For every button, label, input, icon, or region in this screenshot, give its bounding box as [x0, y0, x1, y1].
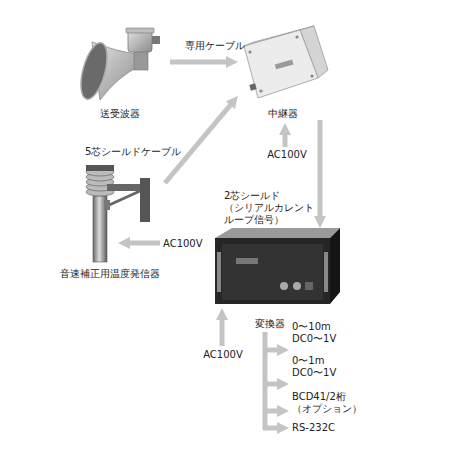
- power-arrow: [283, 131, 288, 147]
- power-arrows: [126, 131, 285, 346]
- relay-nameplate: [275, 60, 294, 70]
- relay-screw: [310, 74, 313, 77]
- converter-nameplate: [236, 258, 258, 264]
- converter-knob: [293, 282, 301, 290]
- signal-label: BCD41/2桁 （オプション）: [292, 391, 372, 415]
- converter-switch: [305, 282, 313, 290]
- signal-label: AC100V: [262, 149, 312, 161]
- converter-illustration: [215, 228, 340, 304]
- converter-panel: [222, 244, 323, 300]
- shield-cap: [86, 165, 114, 171]
- cable-connector: [170, 60, 230, 65]
- relay-screw: [248, 50, 251, 53]
- relay-front-face: [244, 30, 318, 98]
- mount-plate: [140, 178, 150, 222]
- rack-handle: [324, 252, 328, 292]
- junction-lid: [126, 28, 154, 33]
- signal-label: 0〜1m DC0〜1V: [292, 355, 347, 379]
- output-branch: [263, 426, 281, 431]
- signal-label: AC100V: [198, 349, 248, 361]
- relay-illustration: [244, 26, 328, 98]
- signal-label: AC100V: [163, 238, 213, 250]
- output-branch: [265, 348, 281, 353]
- device-name: 変換器: [255, 318, 285, 330]
- transducer-illustration: [76, 28, 160, 102]
- cable-connector: [318, 120, 323, 220]
- power-arrow: [126, 241, 160, 246]
- converter-top-face: [215, 228, 340, 238]
- device-name: 中継器: [268, 108, 298, 120]
- relay-screw: [295, 35, 298, 38]
- horn-mouth: [76, 40, 112, 102]
- device-node: 変換器: [205, 228, 335, 330]
- device-name: 送受波器: [100, 108, 140, 120]
- cable-label: 専用ケーブル: [178, 40, 252, 52]
- bracket-strut: [107, 191, 140, 206]
- output-branch: [265, 409, 281, 414]
- relay-gland: [249, 83, 256, 90]
- cable-label: 5芯シールドケーブル: [85, 146, 195, 158]
- device-node: 送受波器: [70, 25, 170, 120]
- converter-side-face: [330, 228, 340, 304]
- signal-label: 0〜10m DC0〜1V: [292, 321, 347, 345]
- bracket-arm: [107, 184, 143, 191]
- output-branches: [263, 332, 281, 430]
- relay-screw: [259, 89, 262, 92]
- temperature-sensor-illustration: [86, 165, 150, 262]
- output-branch: [265, 382, 281, 387]
- device-node: 音速補正用温度発信器: [55, 165, 165, 280]
- rack-handle: [217, 252, 221, 292]
- pole-clamp: [104, 200, 110, 210]
- horn-throat: [134, 50, 148, 70]
- cable-connector: [165, 102, 233, 183]
- device-node: 中継器: [238, 22, 328, 120]
- signal-label: RS-232C: [292, 422, 352, 434]
- cable-gland: [152, 36, 160, 44]
- cable-label: 2芯シールド （シリアルカレント ループ信号）: [224, 190, 319, 226]
- output-trunk: [263, 332, 268, 430]
- converter-body: [215, 238, 330, 304]
- device-name: 音速補正用温度発信器: [60, 268, 160, 280]
- power-arrow: [220, 316, 225, 346]
- converter-knob: [280, 282, 288, 290]
